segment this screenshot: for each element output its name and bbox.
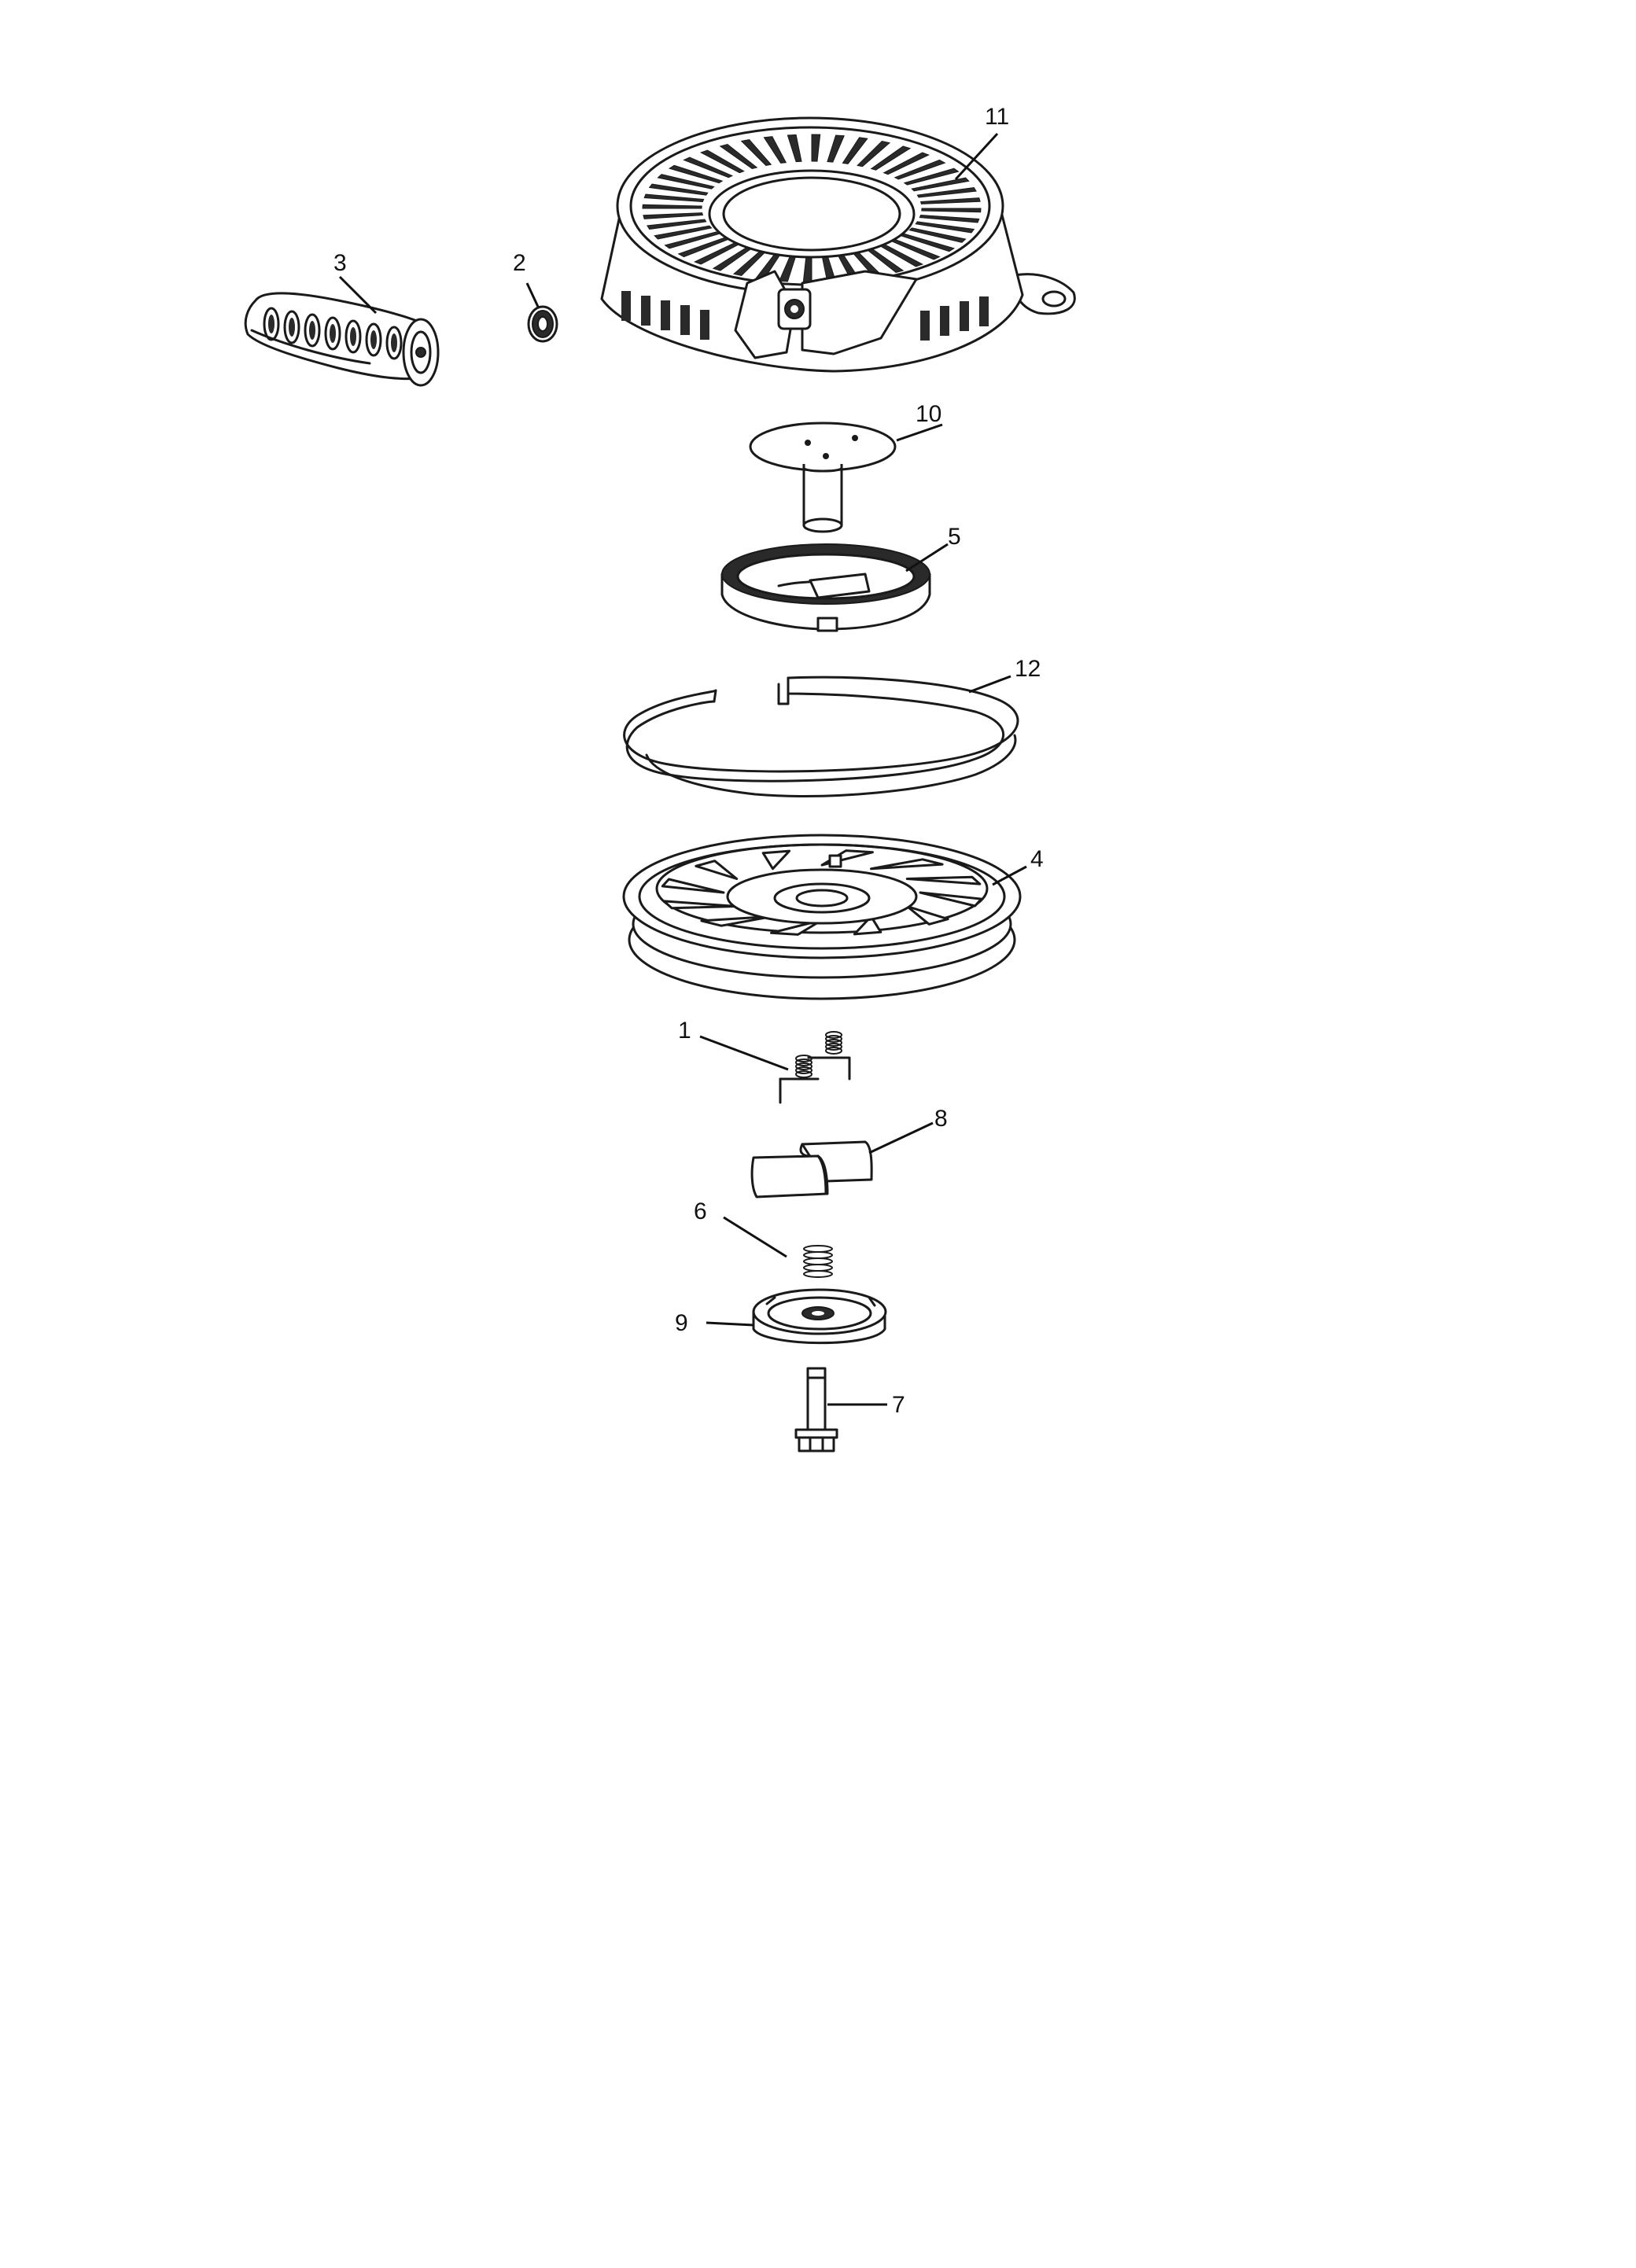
callout-5: 5 (948, 524, 961, 550)
part-12-guide-ring (623, 676, 1019, 797)
callout-9: 9 (675, 1310, 688, 1336)
callout-2: 2 (513, 250, 526, 276)
callout-12: 12 (1015, 656, 1041, 682)
callout-10: 10 (916, 401, 941, 427)
part-9-retainer (752, 1288, 887, 1345)
part-3-starter-handle (244, 292, 440, 387)
callout-1: 1 (678, 1018, 691, 1044)
callout-8: 8 (934, 1106, 948, 1132)
callout-3: 3 (333, 250, 347, 276)
callout-4: 4 (1030, 846, 1044, 872)
callout-7: 7 (892, 1392, 905, 1418)
part-10-shaft-plate (749, 422, 897, 533)
callout-labels: 11 3 2 10 5 12 4 1 8 6 9 7 (333, 104, 1044, 1418)
part-11-starter-housing (600, 116, 1076, 373)
part-2-bushing (527, 305, 558, 343)
leader-lines (338, 132, 1027, 1406)
callout-6: 6 (694, 1198, 707, 1224)
part-8-pawls (750, 1140, 873, 1198)
part-5-recoil-spring (720, 543, 931, 632)
part-7-screw (794, 1367, 838, 1452)
part-6-spring (803, 1245, 833, 1278)
part-4-pulley (622, 834, 1022, 1000)
callout-11: 11 (985, 104, 1009, 130)
part-1-springs (779, 1031, 851, 1104)
